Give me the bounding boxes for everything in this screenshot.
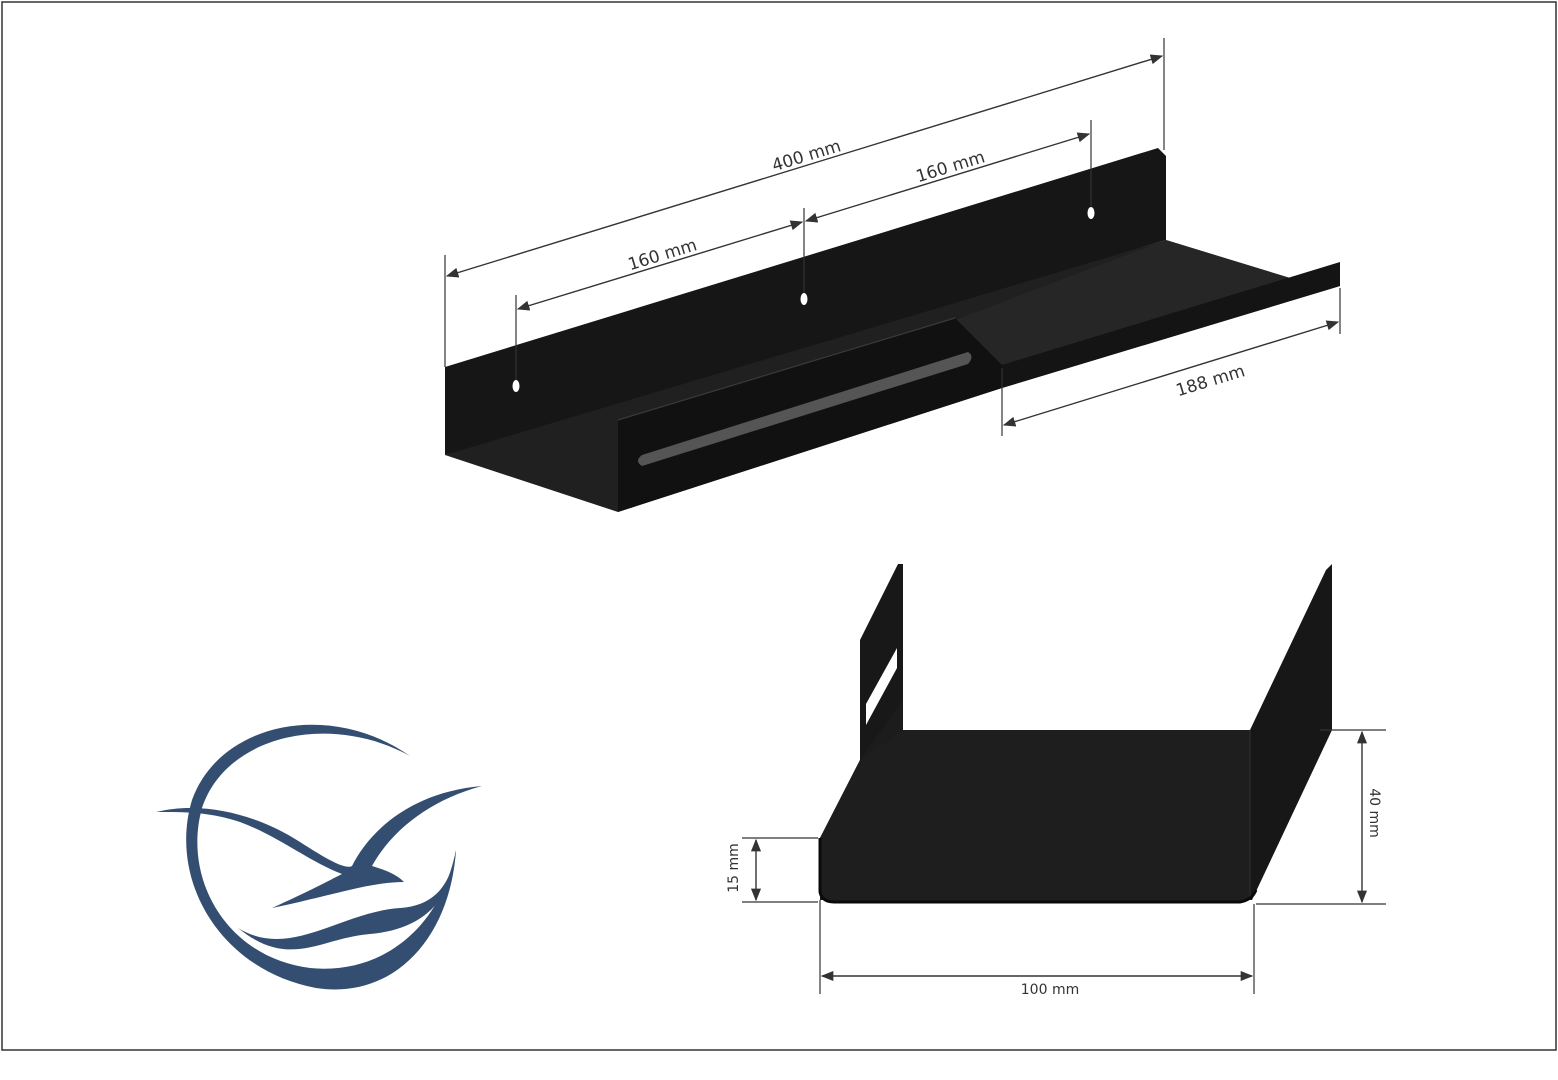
shelf-profile-view bbox=[818, 564, 1332, 904]
dim-back-height: 40 mm bbox=[1366, 788, 1382, 838]
dim-total-length: 400 mm bbox=[770, 136, 844, 176]
front-plate-slot bbox=[638, 352, 972, 466]
shelf-perspective-view bbox=[445, 148, 1340, 512]
bottom-dimensions: 15 mm 40 mm 100 mm bbox=[726, 729, 1386, 998]
shelf-right-wall bbox=[1250, 564, 1332, 900]
bird-moon-logo-icon bbox=[156, 724, 482, 990]
dim-front-lip-height: 15 mm bbox=[726, 843, 742, 893]
shelf-body bbox=[820, 730, 1250, 902]
left-fin-slot bbox=[866, 648, 897, 725]
dim-hole-spacing-left: 160 mm bbox=[626, 235, 700, 275]
mounting-hole-left bbox=[512, 380, 520, 392]
mounting-hole-middle bbox=[800, 293, 808, 305]
page-frame bbox=[1, 1, 1557, 1051]
dim-depth: 100 mm bbox=[1021, 982, 1079, 998]
dim-hole-spacing-right: 160 mm bbox=[914, 147, 988, 187]
shelf-front-plate bbox=[618, 318, 1002, 512]
mounting-hole-right bbox=[1087, 207, 1095, 219]
dim-open-section: 188 mm bbox=[1174, 361, 1248, 401]
